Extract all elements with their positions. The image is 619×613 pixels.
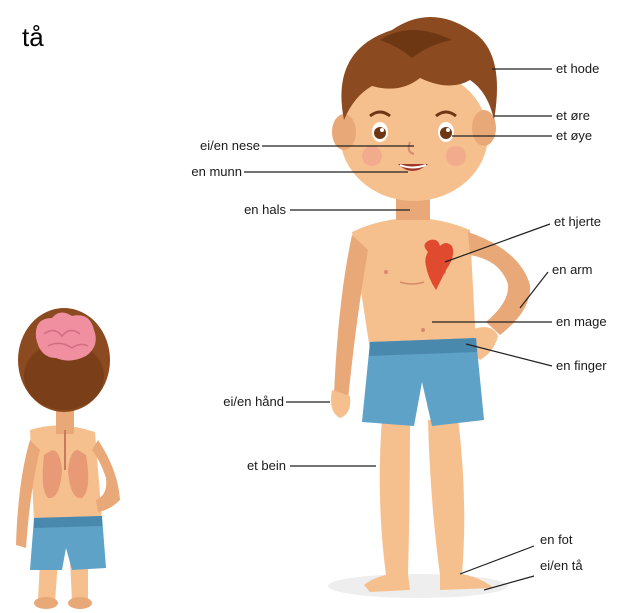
label-hjerte: et hjerte — [554, 214, 601, 229]
front-view-boy — [328, 17, 530, 598]
label-fot: en fot — [540, 532, 573, 547]
label-arm: en arm — [552, 262, 592, 277]
label-oye: et øye — [556, 128, 592, 143]
label-hals: en hals — [220, 202, 286, 217]
label-hode: et hode — [556, 61, 599, 76]
label-mage: en mage — [556, 314, 607, 329]
label-hand: ei/en hånd — [196, 394, 284, 409]
brain — [36, 312, 96, 360]
back-view-boy — [16, 308, 120, 609]
label-bein: et bein — [220, 458, 286, 473]
label-finger: en finger — [556, 358, 607, 373]
line-fot — [460, 546, 534, 574]
label-munn: en munn — [170, 164, 242, 179]
label-ore: et øre — [556, 108, 590, 123]
label-nese: ei/en nese — [176, 138, 260, 153]
label-ta: ei/en tå — [540, 558, 583, 573]
